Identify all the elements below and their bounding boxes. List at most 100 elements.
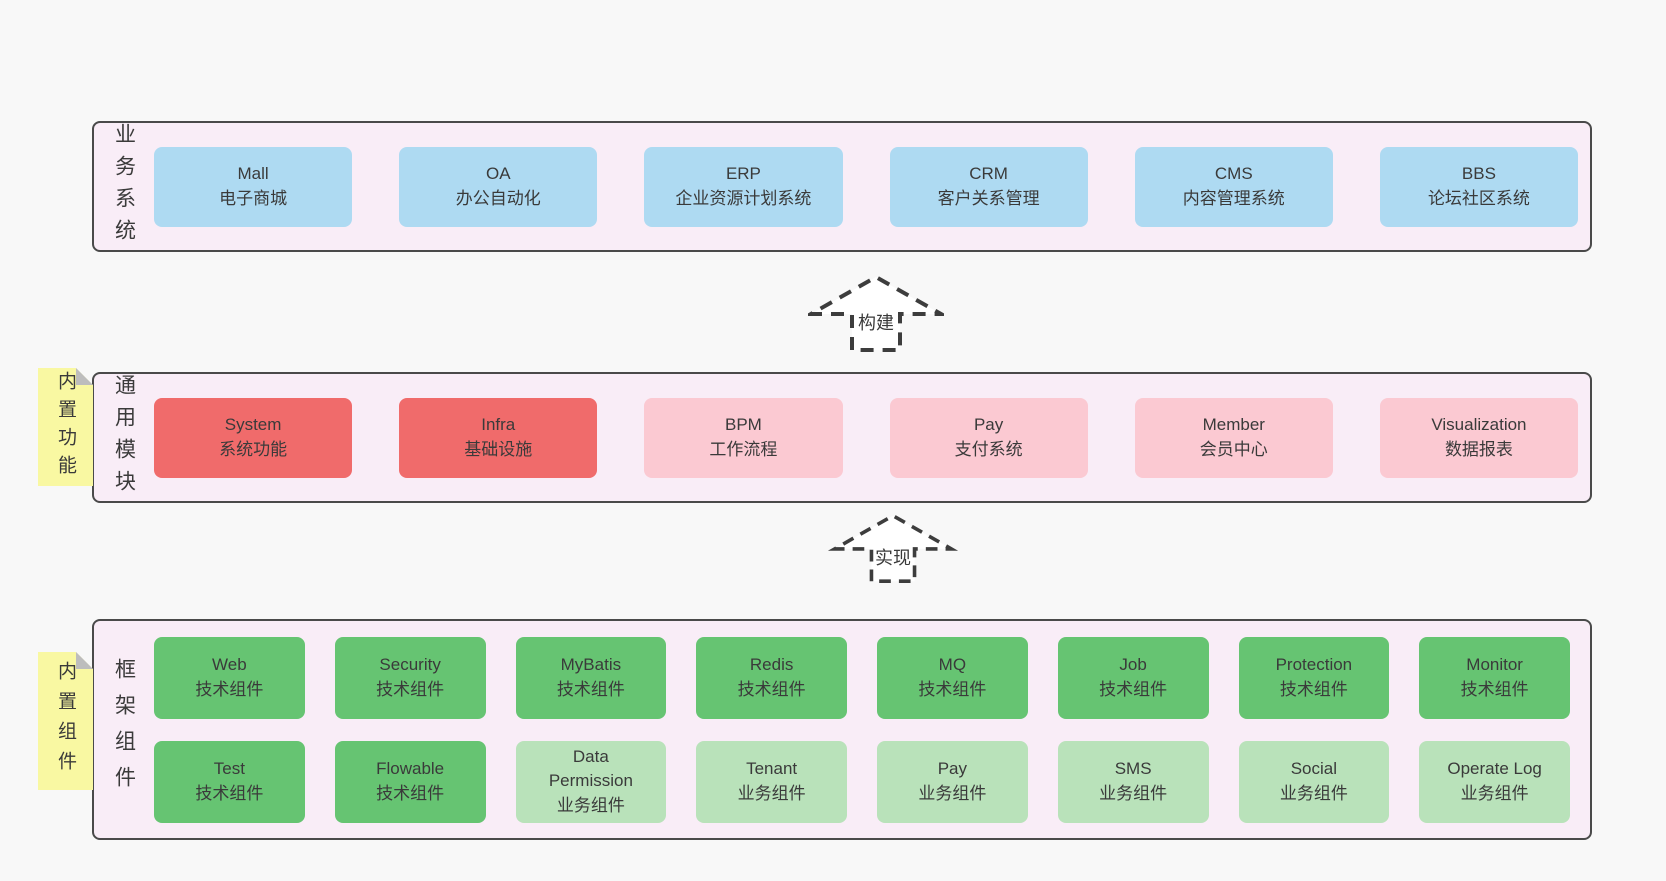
box-name: Data Permission: [548, 747, 633, 791]
box-name: Infra: [481, 415, 516, 435]
box-subtitle: 技术组件: [1099, 679, 1168, 699]
box-name: CMS: [1214, 164, 1253, 184]
box-subtitle: 支付系统: [954, 439, 1023, 459]
band-business-systems-boxes: Mall 电子商城 OA 办公自动化 ERP 企业资源计划系统 CRM 客户关系…: [154, 123, 1590, 250]
band-framework-components-label: 框架组件: [112, 657, 136, 802]
box-infra: Infra 基础设施: [399, 397, 598, 478]
framework-row-2: Test 技术组件 Flowable 技术组件 Data Permission …: [154, 740, 1570, 823]
folded-corner-icon: [76, 652, 93, 669]
box-flowable: Flowable 技术组件: [334, 740, 486, 823]
box-name: OA: [485, 164, 511, 184]
box-redis: Redis 技术组件: [696, 636, 847, 719]
box-name: ERP: [725, 164, 761, 184]
box-operate-log: Operate Log 业务组件: [1419, 740, 1570, 823]
implement-arrow-label: 实现: [874, 547, 912, 570]
box-subtitle: 技术组件: [376, 783, 445, 803]
box-name: Monitor: [1466, 655, 1523, 675]
band-label-col: 框架组件: [94, 621, 154, 838]
box-subtitle: 会员中心: [1199, 439, 1268, 459]
band-label-col: 业务系统: [94, 122, 154, 251]
box-job: Job 技术组件: [1057, 636, 1209, 719]
box-subtitle: 技术组件: [1460, 679, 1529, 699]
box-data-permission: Data Permission 业务组件: [515, 740, 667, 823]
box-subtitle: 技术组件: [737, 679, 806, 699]
band-business-systems: 业务系统 Mall 电子商城 OA 办公自动化 ERP 企业资源计划系统 CRM…: [92, 121, 1592, 252]
box-social: Social 业务组件: [1238, 740, 1390, 823]
box-subtitle: 业务组件: [918, 783, 987, 803]
framework-row-1: Web 技术组件 Security 技术组件 MyBatis 技术组件 Redi…: [154, 636, 1570, 719]
box-name: Mall: [237, 164, 269, 184]
box-subtitle: 业务组件: [1279, 783, 1348, 803]
box-name: BBS: [1461, 164, 1496, 184]
box-subtitle: 技术组件: [195, 783, 264, 803]
box-name: Security: [379, 655, 441, 675]
box-subtitle: 技术组件: [376, 679, 445, 699]
box-subtitle: 技术组件: [918, 679, 987, 699]
box-visualization: Visualization 数据报表: [1379, 397, 1579, 478]
box-pay-component: Pay 业务组件: [877, 740, 1028, 823]
sticky-note-text: 内置组件: [55, 661, 76, 781]
box-name: Operate Log: [1447, 759, 1542, 779]
box-crm: CRM 客户关系管理: [889, 146, 1088, 227]
box-name: SMS: [1114, 759, 1152, 779]
box-subtitle: 业务组件: [556, 795, 625, 815]
box-name: Web: [212, 655, 247, 675]
box-name: System: [224, 415, 282, 435]
box-cms: CMS 内容管理系统: [1134, 146, 1333, 227]
box-name: MQ: [938, 655, 967, 675]
box-name: Redis: [749, 655, 794, 675]
box-mybatis: MyBatis 技术组件: [515, 636, 667, 719]
box-subtitle: 技术组件: [556, 679, 625, 699]
sticky-note-body: 内置组件: [38, 652, 93, 790]
box-name: MyBatis: [560, 655, 622, 675]
band-framework-components: 框架组件 Web 技术组件 Security 技术组件 MyBatis 技术组件…: [92, 619, 1592, 840]
box-subtitle: 电子商城: [219, 188, 288, 208]
box-subtitle: 内容管理系统: [1182, 188, 1285, 208]
box-monitor: Monitor 技术组件: [1419, 636, 1570, 719]
box-mall: Mall 电子商城: [154, 146, 353, 227]
box-tenant: Tenant 业务组件: [696, 740, 847, 823]
box-name: Job: [1119, 655, 1147, 675]
box-erp: ERP 企业资源计划系统: [644, 146, 843, 227]
sticky-note-built-in-features: 内置功能: [38, 368, 93, 486]
box-subtitle: 技术组件: [195, 679, 264, 699]
sticky-note-text: 内置功能: [55, 371, 76, 483]
box-subtitle: 数据报表: [1444, 439, 1513, 459]
box-subtitle: 系统功能: [219, 439, 288, 459]
box-protection: Protection 技术组件: [1238, 636, 1390, 719]
box-sms: SMS 业务组件: [1057, 740, 1209, 823]
box-system: System 系统功能: [154, 397, 353, 478]
box-test: Test 技术组件: [154, 740, 305, 823]
build-arrow: 构建: [808, 274, 944, 352]
box-subtitle: 论坛社区系统: [1427, 188, 1530, 208]
box-name: Member: [1202, 415, 1265, 435]
box-name: Visualization: [1431, 415, 1527, 435]
box-name: Social: [1290, 759, 1338, 779]
box-name: Tenant: [746, 759, 798, 779]
box-subtitle: 基础设施: [464, 439, 533, 459]
box-subtitle: 办公自动化: [455, 188, 541, 208]
box-subtitle: 业务组件: [737, 783, 806, 803]
box-name: Flowable: [376, 759, 445, 779]
box-subtitle: 技术组件: [1279, 679, 1348, 699]
box-name: Pay: [973, 415, 1004, 435]
box-name: CRM: [969, 164, 1008, 184]
box-subtitle: 企业资源计划系统: [675, 188, 812, 208]
band-business-systems-label: 业务系统: [112, 122, 136, 251]
box-name: Test: [213, 759, 245, 779]
box-security: Security 技术组件: [334, 636, 486, 719]
folded-corner-icon: [76, 368, 93, 385]
sticky-note-body: 内置功能: [38, 368, 93, 486]
box-oa: OA 办公自动化: [399, 146, 598, 227]
box-mq: MQ 技术组件: [877, 636, 1028, 719]
band-common-modules: 通用模块 System 系统功能 Infra 基础设施 BPM 工作流程 Pay…: [92, 372, 1592, 503]
box-bbs: BBS 论坛社区系统: [1379, 146, 1579, 227]
implement-arrow: 实现: [825, 513, 961, 583]
box-name: Protection: [1275, 655, 1353, 675]
box-web: Web 技术组件: [154, 636, 305, 719]
box-name: BPM: [725, 415, 762, 435]
build-arrow-label: 构建: [857, 312, 895, 335]
box-subtitle: 业务组件: [1460, 783, 1529, 803]
box-bpm: BPM 工作流程: [644, 397, 843, 478]
band-framework-components-boxes: Web 技术组件 Security 技术组件 MyBatis 技术组件 Redi…: [154, 621, 1590, 838]
